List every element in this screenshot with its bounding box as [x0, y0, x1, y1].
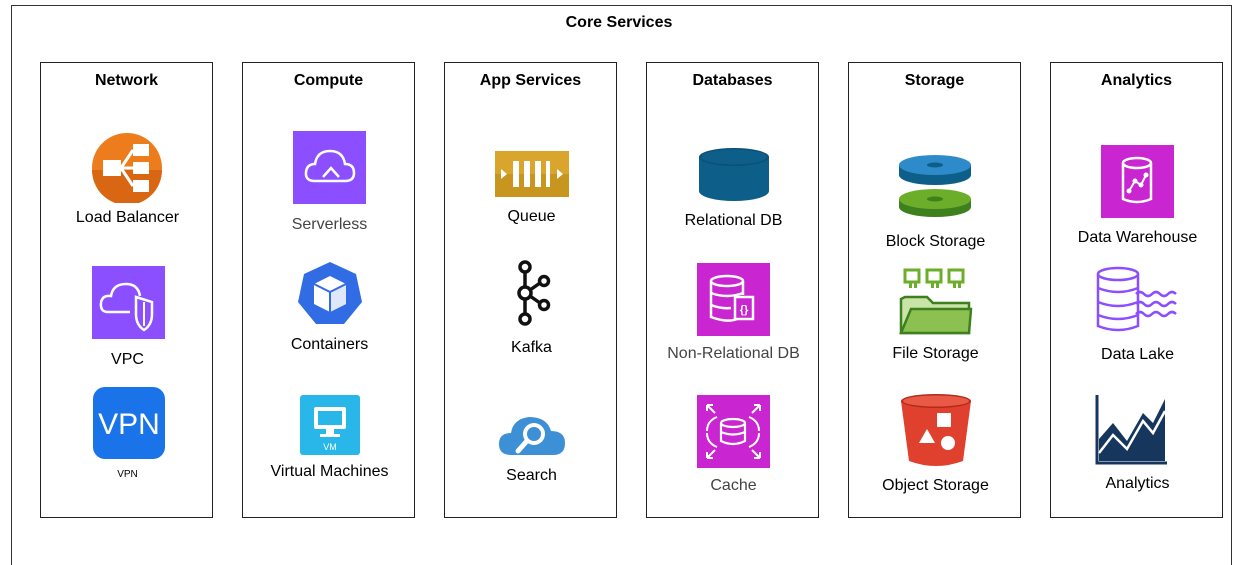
analytics-column: Analytics Data Warehouse Data Lake [1050, 62, 1223, 518]
column-title: Compute [293, 72, 364, 89]
object-storage-icon [899, 393, 973, 467]
service-label: Containers [290, 336, 369, 353]
diagram-title: Core Services [565, 14, 673, 31]
vm-icon-text: VM [323, 442, 337, 452]
service-label: Virtual Machines [270, 463, 389, 480]
vpc-icon [92, 266, 165, 339]
service-label: Analytics [1105, 475, 1170, 492]
data-lake-icon [1094, 266, 1178, 336]
non-relational-db-icon: {} [697, 263, 770, 336]
service-label: Load Balancer [75, 209, 180, 226]
app-services-column: App Services Queue [444, 62, 617, 518]
service-label: VPC [111, 351, 144, 368]
column-title: Storage [904, 72, 965, 89]
load-balancer-icon [89, 133, 165, 203]
column-title: Analytics [1100, 72, 1173, 89]
compute-column: Compute Serverless Containers [242, 62, 415, 518]
queue-icon [495, 151, 569, 197]
cache-icon [697, 395, 770, 468]
service-label: Kafka [511, 339, 552, 356]
service-label: VPN [117, 469, 138, 480]
storage-column: Storage Block Storage [848, 62, 1021, 518]
analytics-icon [1093, 393, 1169, 465]
column-title: App Services [479, 72, 582, 89]
vpn-icon: VPN [93, 387, 165, 459]
virtual-machine-icon: VM [300, 395, 360, 455]
service-label: Block Storage [885, 233, 986, 250]
column-title: Network [94, 72, 159, 89]
service-label: Object Storage [882, 477, 989, 494]
service-label: Queue [507, 208, 556, 225]
serverless-icon [293, 131, 366, 204]
service-label: Relational DB [684, 212, 783, 229]
service-label: Cache [710, 477, 757, 494]
vpn-icon-text: VPN [98, 408, 160, 441]
core-services-container [11, 5, 1232, 565]
relational-db-icon [697, 147, 771, 203]
block-storage-icon [897, 151, 973, 221]
service-label: Data Warehouse [1077, 229, 1198, 246]
search-icon [497, 411, 567, 457]
containers-icon [296, 260, 364, 328]
svg-text:{}: {} [740, 304, 749, 316]
column-title: Databases [692, 72, 773, 89]
service-label: Non-Relational DB [667, 345, 800, 362]
service-label: Data Lake [1101, 346, 1174, 363]
file-storage-icon [897, 267, 973, 337]
service-label: Serverless [291, 216, 368, 233]
network-column: Network Load Balancer VPC [40, 62, 213, 518]
kafka-icon [513, 259, 551, 327]
data-warehouse-icon [1101, 145, 1174, 218]
databases-column: Databases Relational DB {} Non-Relationa… [646, 62, 819, 518]
service-label: File Storage [892, 345, 979, 362]
service-label: Search [506, 467, 557, 484]
